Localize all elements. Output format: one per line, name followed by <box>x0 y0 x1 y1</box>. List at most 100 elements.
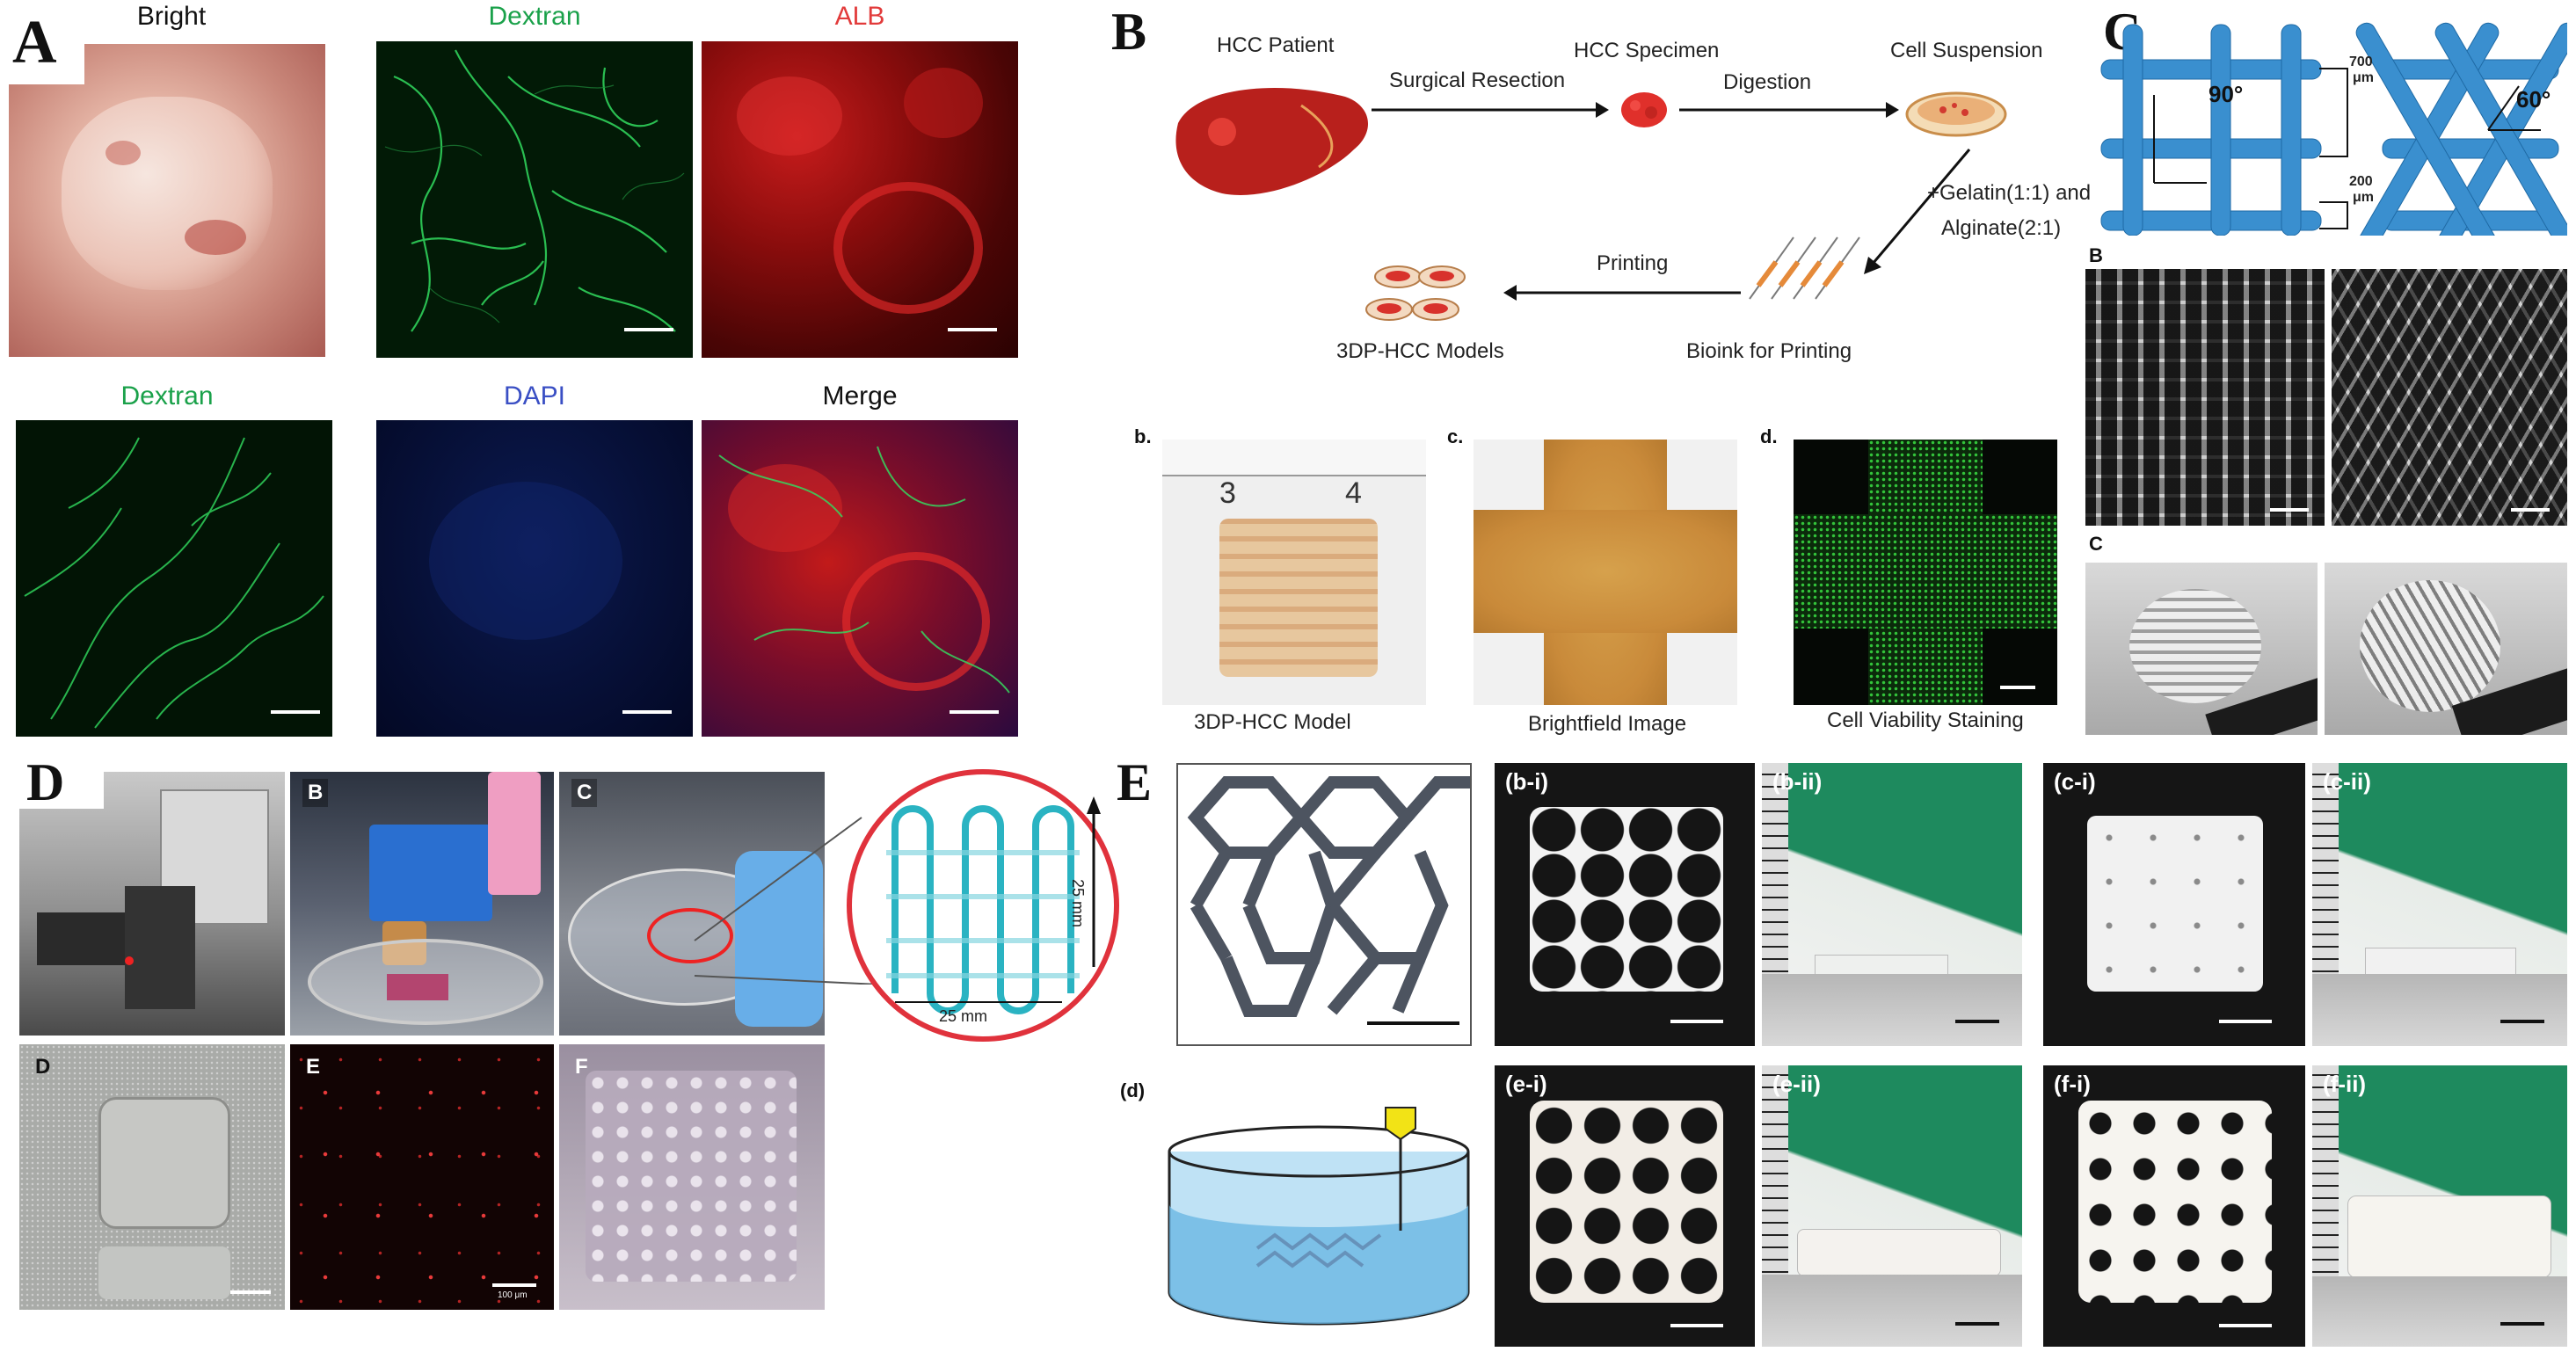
photo-f-i <box>2043 1065 2305 1347</box>
arrow-resection <box>1372 102 1609 118</box>
scale-bar <box>492 1283 536 1287</box>
label-sub-d: d. <box>1760 425 1778 447</box>
printed-scaffold <box>1219 519 1378 677</box>
arrow-mixing <box>1864 149 1971 274</box>
scale-bar <box>2000 686 2035 689</box>
honeycomb-pattern <box>1187 776 1470 1025</box>
label-alginate: Alginate(2:1) <box>1941 216 2062 240</box>
scale-label-100um: 100 μm <box>498 1290 528 1300</box>
printed-sample-photo <box>559 772 825 1036</box>
dimension-700: 700 <box>2349 55 2373 69</box>
photo-b-i <box>1495 763 1755 1046</box>
dextran-vessels-top <box>384 49 685 332</box>
photo-e-ii <box>1762 1065 2022 1347</box>
scale-bar <box>2219 1020 2272 1023</box>
photo-e-i <box>1495 1065 1755 1347</box>
photo-c-i <box>2043 763 2305 1046</box>
label-bright: Bright <box>136 2 207 31</box>
tile-label-e-i: (e-i) <box>1505 1071 1547 1097</box>
zigzag-print-schematic <box>847 769 1119 1042</box>
label-surgical-resection: Surgical Resection <box>1389 69 1566 92</box>
tile-label-f: F <box>575 1055 588 1079</box>
lattice-schematic <box>2100 22 2567 236</box>
label-c-sub-b: B <box>2089 244 2103 266</box>
merge-vessels <box>718 446 1010 694</box>
scale-bar <box>2219 1324 2272 1327</box>
tile-label-f-ii: (f-ii) <box>2323 1071 2367 1097</box>
tile-label-d: (d) <box>1120 1079 1146 1101</box>
brightfield-image <box>1474 440 1737 705</box>
dextran-vessels-bottom <box>24 437 324 729</box>
bioprinter-photo <box>19 772 285 1036</box>
scale-bar <box>1955 1322 1999 1326</box>
panel-d-letter: D <box>26 753 65 811</box>
caption-cell-viability: Cell Viability Staining <box>1827 709 2024 732</box>
label-merge: Merge <box>822 382 898 411</box>
tile-label-b: B <box>302 779 329 807</box>
scale-bar <box>948 328 997 331</box>
scale-bar <box>2270 508 2309 512</box>
scale-bar <box>2500 1322 2544 1326</box>
cell-suspension-dish <box>1905 91 2007 137</box>
arrow-digestion <box>1679 102 1899 118</box>
angle-90-label: 90° <box>2209 81 2244 107</box>
dapi-fluorescence <box>376 420 693 737</box>
panel-a-letter: A <box>12 9 57 76</box>
bright-tissue-photo <box>9 44 325 357</box>
zoom-lines <box>694 817 880 985</box>
label-gelatin: +Gelatin(1:1) and <box>1927 181 2092 205</box>
tile-label-b-ii: (b-ii) <box>1772 768 1823 795</box>
label-dapi: DAPI <box>503 382 566 411</box>
label-alb: ALB <box>834 2 885 31</box>
photo-f-ii <box>2312 1065 2567 1347</box>
label-3dp-hcc-models: 3DP-HCC Models <box>1336 339 1504 363</box>
honeycomb-schematic <box>1176 763 1472 1046</box>
ruler-label-3: 3 <box>1219 476 1236 510</box>
tile-label-c: C <box>571 779 598 807</box>
printed-construct-photo <box>559 1044 825 1310</box>
tile-label-b-i: (b-i) <box>1505 768 1549 795</box>
alb-fluorescence <box>702 41 1018 358</box>
printhead-photo <box>290 772 554 1036</box>
scaffold-photo-60 <box>2325 563 2567 735</box>
scale-bar <box>1955 1020 1999 1023</box>
dim-vertical-25mm: 25 mm <box>1069 879 1087 928</box>
cell-viability-staining <box>1794 440 2057 705</box>
dimension-200: 200 <box>2349 174 2373 189</box>
models-dishes <box>1365 265 1466 321</box>
scale-bar <box>622 710 672 714</box>
specimen-icon <box>1621 92 1667 127</box>
scale-bar <box>2500 1020 2544 1023</box>
scale-bar <box>624 328 673 331</box>
ruler-label-4: 4 <box>1345 476 1362 510</box>
lattice-60-micrograph <box>2332 269 2567 526</box>
dextran-fluorescence-top <box>376 41 693 358</box>
label-bioink: Bioink for Printing <box>1686 339 1852 363</box>
photo-b-ii <box>1762 763 2022 1046</box>
label-digestion: Digestion <box>1723 70 1812 94</box>
photo-c-ii <box>2312 763 2567 1046</box>
liver-illustration <box>1175 88 1369 195</box>
tile-label-f-i: (f-i) <box>2054 1071 2091 1097</box>
label-dextran-bottom: Dextran <box>120 382 214 411</box>
tile-label-e: E <box>306 1055 321 1079</box>
label-sub-c: c. <box>1447 425 1464 447</box>
label-dextran-top: Dextran <box>488 2 581 31</box>
scale-bar <box>230 1290 271 1294</box>
hcc-model-photo: 3 4 <box>1162 440 1426 705</box>
tile-label-d: D <box>35 1055 51 1079</box>
caption-brightfield: Brightfield Image <box>1528 712 1687 736</box>
support-bath-schematic <box>1168 1107 1470 1326</box>
panel-e-letter: E <box>1117 753 1153 811</box>
merge-fluorescence <box>702 420 1018 737</box>
bioink-syringes <box>1749 236 1860 300</box>
label-c-sub-c: C <box>2089 533 2103 555</box>
tile-label-c-ii: (c-ii) <box>2323 768 2371 795</box>
scale-bar <box>2511 508 2550 512</box>
label-cell-suspension: Cell Suspension <box>1890 39 2043 62</box>
scale-bar <box>1670 1324 1723 1327</box>
dimension-700-unit: μm <box>2353 70 2375 85</box>
dimension-200-unit: μm <box>2353 190 2375 205</box>
label-hcc-patient: HCC Patient <box>1217 33 1335 57</box>
panel-b-letter: B <box>1111 3 1147 61</box>
